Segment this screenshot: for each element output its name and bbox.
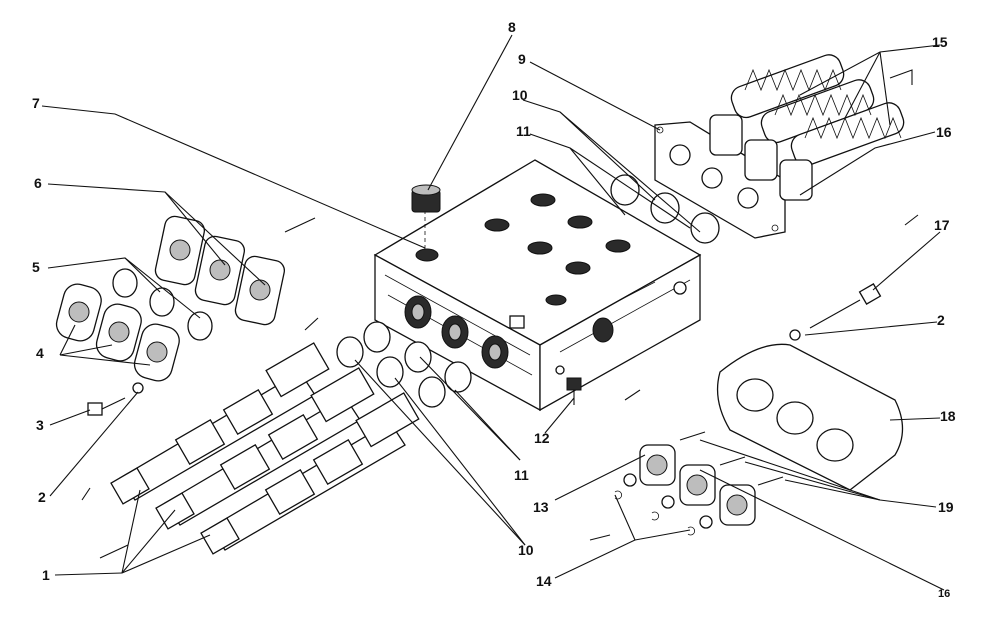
springs [709,54,905,201]
plug-bolt [566,377,582,405]
callout-11-top: 11 [516,123,531,139]
left-seal-rings [112,268,213,341]
callout-10-top: 10 [512,87,528,103]
plug [411,184,441,213]
callout-2-right: 2 [937,312,945,328]
long-bolt [789,283,882,341]
valve-body [373,159,702,412]
orientation-marks [81,69,919,559]
callout-16-bottom: 16 [938,588,950,600]
callout-19: 19 [938,499,954,515]
callout-labels: 1 2 2 3 4 5 6 7 8 9 10 10 11 11 12 13 14… [32,19,956,600]
callout-8: 8 [508,19,516,35]
callout-17: 17 [934,217,950,233]
left-end-caps [55,283,180,382]
front-seal-rings [336,321,472,408]
callout-3: 3 [36,417,44,433]
callout-10-bottom: 10 [518,542,534,558]
callout-7: 7 [32,95,40,111]
callout-9: 9 [518,51,526,67]
callout-2-left: 2 [38,489,46,505]
leader-lines [41,34,945,591]
left-gaskets [154,215,286,326]
callout-12: 12 [534,430,550,446]
callout-18: 18 [940,408,956,424]
callout-5: 5 [32,259,40,275]
lower-right-hardware [614,431,784,536]
spools [110,342,420,555]
gasket-plate [654,121,786,239]
callout-14: 14 [536,573,552,589]
callout-11-bottom: 11 [514,467,529,483]
end-cover [716,343,904,491]
callout-4: 4 [36,345,44,361]
callout-15: 15 [932,34,948,50]
callout-16-top: 16 [936,124,952,140]
bolt-left [87,382,144,416]
callout-6: 6 [34,175,42,191]
callout-13: 13 [533,499,549,515]
callout-1: 1 [42,567,50,583]
